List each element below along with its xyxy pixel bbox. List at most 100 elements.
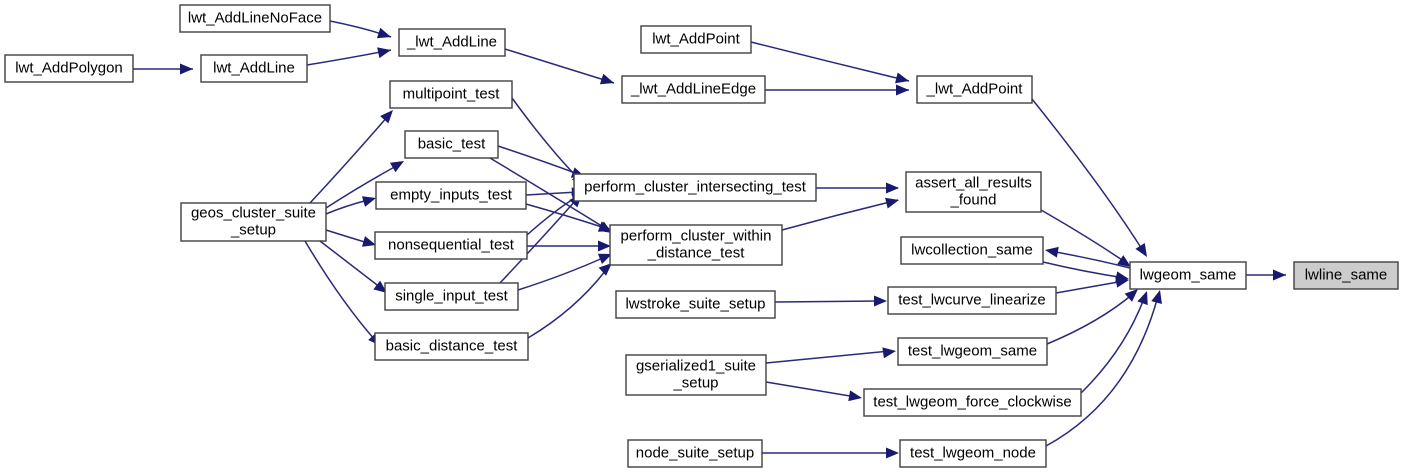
edge-gserialized1_suite_setup-to-test_lwgeom_same xyxy=(765,347,896,364)
edge-geos_cluster_suite_setup-to-nonsequential_test xyxy=(325,229,376,247)
edge-single_input_test-to-perform_cluster_within_distance_test xyxy=(517,253,612,291)
edge-line xyxy=(525,191,579,196)
edge-perform_cluster_within_distance_test-to-assert_all_results_found xyxy=(781,197,899,231)
node-box[interactable] xyxy=(384,282,519,311)
edge-line xyxy=(489,157,606,229)
node-box[interactable] xyxy=(1293,261,1399,290)
edge-lwstroke_suite_setup-to-test_lwcurve_linearize xyxy=(774,295,887,307)
node-gserialized1_suite_setup[interactable]: gserialized1_suite_setup xyxy=(625,354,767,396)
edge-line xyxy=(504,48,615,84)
node-box[interactable] xyxy=(905,171,1042,213)
arrow-head-icon xyxy=(882,347,896,359)
node-label: _lwt_AddLineEdge xyxy=(630,80,756,97)
arrow-head-icon xyxy=(376,27,391,39)
node-lwgeom_same[interactable]: lwgeom_same xyxy=(1129,261,1247,290)
edge-line xyxy=(765,350,891,364)
node-lwstroke_suite_setup[interactable]: lwstroke_suite_setup xyxy=(615,290,776,319)
node-box[interactable] xyxy=(900,236,1044,265)
node-box[interactable] xyxy=(4,54,134,83)
node-lwt_AddPolygon[interactable]: lwt_AddPolygon xyxy=(4,54,134,83)
node-label: basic_distance_test xyxy=(386,337,519,354)
node-box[interactable] xyxy=(897,337,1048,366)
node-_lwt_AddLineEdge[interactable]: _lwt_AddLineEdge xyxy=(621,75,766,104)
edge-line xyxy=(526,195,579,236)
node-assert_all_results_found[interactable]: assert_all_results_found xyxy=(905,171,1042,213)
node-lwt_AddPoint[interactable]: lwt_AddPoint xyxy=(640,25,752,54)
node-box[interactable] xyxy=(863,388,1082,417)
node-_lwt_AddPoint[interactable]: _lwt_AddPoint xyxy=(916,75,1033,104)
node-test_lwgeom_force_clockwise[interactable]: test_lwgeom_force_clockwise xyxy=(863,388,1082,417)
edge-line xyxy=(774,300,882,303)
node-box[interactable] xyxy=(179,4,331,33)
node-node_suite_setup[interactable]: node_suite_setup xyxy=(627,439,763,468)
node-_lwt_AddLine[interactable]: _lwt_AddLine xyxy=(398,28,506,57)
node-perform_cluster_intersecting_test[interactable]: perform_cluster_intersecting_test xyxy=(573,173,817,202)
node-empty_inputs_test[interactable]: empty_inputs_test xyxy=(375,181,527,210)
node-box[interactable] xyxy=(609,224,783,266)
node-label: test_lwgeom_node xyxy=(910,444,1036,461)
node-box[interactable] xyxy=(625,354,767,396)
node-box[interactable] xyxy=(1129,261,1247,290)
node-box[interactable] xyxy=(404,130,499,159)
node-box[interactable] xyxy=(899,439,1047,468)
node-lwt_AddLineNoFace[interactable]: lwt_AddLineNoFace xyxy=(179,4,331,33)
node-test_lwgeom_node[interactable]: test_lwgeom_node xyxy=(899,439,1047,468)
node-label: lwt_AddLineNoFace xyxy=(188,9,322,26)
node-test_lwgeom_same[interactable]: test_lwgeom_same xyxy=(897,337,1048,366)
node-box[interactable] xyxy=(375,181,527,210)
node-geos_cluster_suite_setup[interactable]: geos_cluster_suite_setup xyxy=(180,202,327,242)
node-basic_distance_test[interactable]: basic_distance_test xyxy=(374,332,529,361)
edge-empty_inputs_test-to-perform_cluster_within_distance_test xyxy=(525,203,612,232)
edge-line xyxy=(319,240,382,289)
edge-line xyxy=(1049,250,1131,269)
node-label: single_input_test xyxy=(395,287,508,304)
edge-line xyxy=(750,41,910,82)
node-label: node_suite_setup xyxy=(636,444,754,461)
node-box[interactable] xyxy=(200,54,308,83)
node-box[interactable] xyxy=(640,25,752,54)
arrow-head-icon xyxy=(598,240,611,252)
node-basic_test[interactable]: basic_test xyxy=(404,130,499,159)
node-box[interactable] xyxy=(615,290,776,319)
arrow-head-icon xyxy=(598,263,612,276)
edge-test_lwcurve_linearize-to-lwgeom_same xyxy=(1055,276,1129,294)
node-label: _setup xyxy=(230,221,276,238)
node-box[interactable] xyxy=(627,439,763,468)
node-label: lwline_same xyxy=(1305,266,1388,283)
arrow-head-icon xyxy=(1117,255,1131,267)
node-test_lwcurve_linearize[interactable]: test_lwcurve_linearize xyxy=(887,286,1057,315)
node-label: perform_cluster_within xyxy=(621,227,772,244)
edge-_lwt_AddPoint-to-lwgeom_same xyxy=(1031,98,1147,257)
edge-line xyxy=(517,256,606,291)
node-single_input_test[interactable]: single_input_test xyxy=(384,282,519,311)
node-lwcollection_same[interactable]: lwcollection_same xyxy=(900,236,1044,265)
node-label: lwt_AddPoint xyxy=(652,30,740,47)
node-box[interactable] xyxy=(374,231,528,260)
node-nonsequential_test[interactable]: nonsequential_test xyxy=(374,231,528,260)
arrow-head-icon xyxy=(886,182,899,194)
node-label: _setup xyxy=(672,374,718,391)
node-perform_cluster_within_distance_test[interactable]: perform_cluster_within_distance_test xyxy=(609,224,783,266)
arrow-head-icon xyxy=(597,221,612,232)
node-lwt_AddLine[interactable]: lwt_AddLine xyxy=(200,54,308,83)
edge-gserialized1_suite_setup-to-test_lwgeom_force_clockwise xyxy=(765,381,862,402)
edge-line xyxy=(527,269,607,339)
arrow-head-icon xyxy=(848,390,862,402)
edge-perform_cluster_intersecting_test-to-assert_all_results_found xyxy=(816,182,899,194)
edge-lwt_AddLine-to-_lwt_AddLine xyxy=(306,47,392,66)
edge-line xyxy=(325,199,369,215)
node-box[interactable] xyxy=(180,202,327,242)
node-box[interactable] xyxy=(374,332,529,361)
arrow-head-icon xyxy=(361,236,376,247)
node-lwline_same[interactable]: lwline_same xyxy=(1293,261,1399,290)
node-label: lwt_AddLine xyxy=(213,59,295,76)
node-box[interactable] xyxy=(916,75,1033,104)
node-box[interactable] xyxy=(887,286,1057,315)
node-multipoint_test[interactable]: multipoint_test xyxy=(389,80,513,109)
arrow-head-icon xyxy=(373,280,387,293)
node-box[interactable] xyxy=(621,75,766,104)
node-box[interactable] xyxy=(389,80,513,109)
node-box[interactable] xyxy=(573,173,817,202)
node-box[interactable] xyxy=(398,28,506,57)
